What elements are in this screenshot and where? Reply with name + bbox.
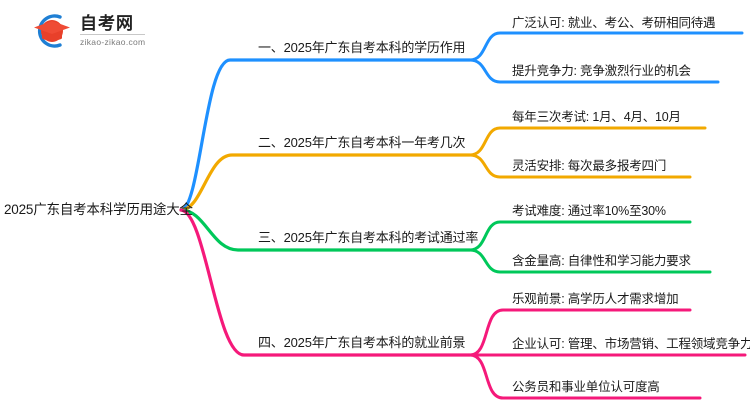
branch-3-trunk (179, 208, 472, 252)
mindmap-branch-4-child-2-label[interactable]: 企业认可: 管理、市场营销、工程领域竞争力 (512, 337, 750, 351)
graduation-cap-icon (34, 14, 70, 48)
branch-2-trunk (179, 153, 472, 212)
logo-text: 自考网 zikao-zikao.com (80, 15, 146, 48)
branch-4-trunk (179, 208, 472, 357)
mindmap-branch-3-child-2-label[interactable]: 含金量高: 自律性和学习能力要求 (512, 254, 691, 268)
branch-3-child-1-link (468, 220, 692, 252)
branch-2-child-1-link (468, 126, 707, 157)
mindmap-branch-1-label[interactable]: 一、2025年广东自考本科的学历作用 (258, 40, 466, 55)
logo-title: 自考网 (80, 15, 146, 36)
mindmap-branch-2-child-1-label[interactable]: 每年三次考试: 1月、4月、10月 (512, 110, 681, 124)
branch-1-trunk (179, 58, 472, 212)
mindmap-branch-4-label[interactable]: 四、2025年广东自考本科的就业前景 (258, 335, 466, 350)
branch-3-child-2-link (468, 248, 712, 274)
site-logo: 自考网 zikao-zikao.com (30, 10, 210, 52)
mindmap-root-node[interactable]: 2025广东自考本科学历用途大全 (4, 202, 193, 217)
mindmap-branch-2-label[interactable]: 二、2025年广东自考本科一年考几次 (258, 135, 466, 150)
mindmap-branch-1-child-2-label[interactable]: 提升竞争力: 竞争激烈行业的机会 (512, 64, 691, 78)
mindmap-branch-4-child-1-label[interactable]: 乐观前景: 高学历人才需求增加 (512, 292, 679, 306)
branch-3-connectors (179, 208, 712, 274)
mindmap-branch-2-child-2-label[interactable]: 灵活安排: 每次最多报考四门 (512, 159, 667, 173)
branch-4-child-1-link (468, 308, 692, 357)
mindmap-branch-4-child-3-label[interactable]: 公务员和事业单位认可度高 (512, 380, 660, 394)
branch-1-child-1-link (468, 31, 744, 62)
logo-mark-icon (30, 11, 74, 51)
branch-1-child-2-link (468, 58, 720, 84)
branch-4-child-3-link (468, 353, 702, 400)
mindmap-branch-3-label[interactable]: 三、2025年广东自考本科的考试通过率 (258, 230, 479, 245)
mindmap-branch-1-child-1-label[interactable]: 广泛认可: 就业、考公、考研相同待遇 (512, 16, 716, 30)
mindmap-branch-3-child-1-label[interactable]: 考试难度: 通过率10%至30% (512, 204, 666, 218)
branch-2-child-2-link (468, 153, 692, 179)
branch-1-connectors (179, 31, 744, 212)
branch-4-connectors (179, 208, 747, 400)
branch-2-connectors (179, 126, 707, 212)
logo-domain: zikao-zikao.com (80, 37, 146, 48)
